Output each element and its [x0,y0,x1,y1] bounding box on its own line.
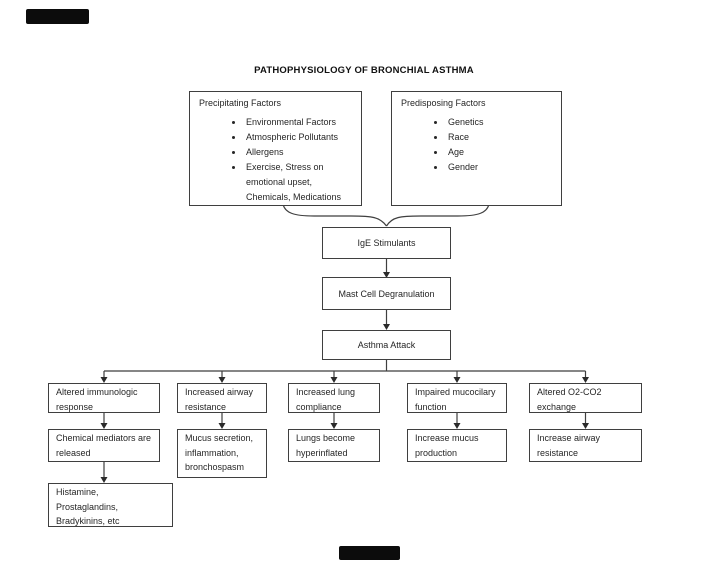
bottom-mark [339,546,400,560]
precipitating-heading: Precipitating Factors [199,98,282,108]
result-box-increase-airway-resistance: Increase airway resistance [529,429,642,462]
brace-left [282,203,387,227]
top-left-mark [26,9,89,24]
page-title: PATHOPHYSIOLOGY OF BRONCHIAL ASTHMA [254,65,474,76]
result-box-mucus-secretion: Mucus secretion, inflammation, bronchosp… [177,429,267,478]
list-item: Race [446,130,557,145]
precipitating-factors-box: Precipitating Factors Environmental Fact… [189,91,362,206]
list-item: Gender [446,160,557,175]
list-item: Atmospheric Pollutants [244,130,357,145]
precipitating-list: Environmental Factors Atmospheric Pollut… [190,115,361,205]
effect-box-altered-immunologic: Altered immunologic response [48,383,160,413]
predisposing-heading: Predisposing Factors [401,98,486,108]
result-box-increase-mucus: Increase mucus production [407,429,507,462]
effect-box-impaired-mucocilary: Impaired mucocilary function [407,383,507,413]
predisposing-factors-box: Predisposing Factors Genetics Race Age G… [391,91,562,206]
asthma-attack-box: Asthma Attack [322,330,451,360]
result-box-lungs-hyperinflated: Lungs become hyperinflated [288,429,380,462]
list-item: Allergens [244,145,357,160]
list-item: Age [446,145,557,160]
ige-stimulants-box: IgE Stimulants [322,227,451,259]
brace-right [385,203,490,227]
mast-cell-degranulation-box: Mast Cell Degranulation [322,277,451,310]
result-box-chemical-mediators: Chemical mediators are released [48,429,160,462]
list-item: Exercise, Stress on emotional upset, Che… [244,160,357,205]
detail-box-histamine: Histamine, Prostaglandins, Bradykinins, … [48,483,173,527]
effect-box-increased-airway-resistance: Increased airway resistance [177,383,267,413]
list-item: Environmental Factors [244,115,357,130]
effect-box-increased-lung-compliance: Increased lung compliance [288,383,380,413]
predisposing-list: Genetics Race Age Gender [392,115,561,175]
list-item: Genetics [446,115,557,130]
effect-box-altered-o2-co2: Altered O2-CO2 exchange [529,383,642,413]
